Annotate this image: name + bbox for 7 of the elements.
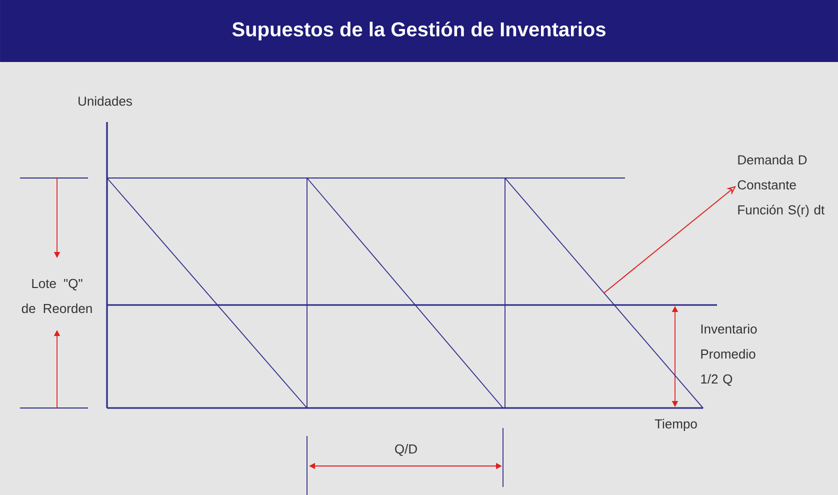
axis-label: Unidades [78, 96, 132, 106]
axis-label: Lote "Q" de Reorden [22, 278, 92, 314]
title-banner: Supuestos de la Gestión de Inventarios [0, 0, 838, 62]
axis-label: Q/D [395, 444, 417, 456]
axis-label: Inventario Promedio 1/2 Q [701, 324, 757, 386]
leader-arrow [604, 186, 736, 294]
annotation-text: Demanda D Constante Función S(r) dt [738, 154, 824, 218]
